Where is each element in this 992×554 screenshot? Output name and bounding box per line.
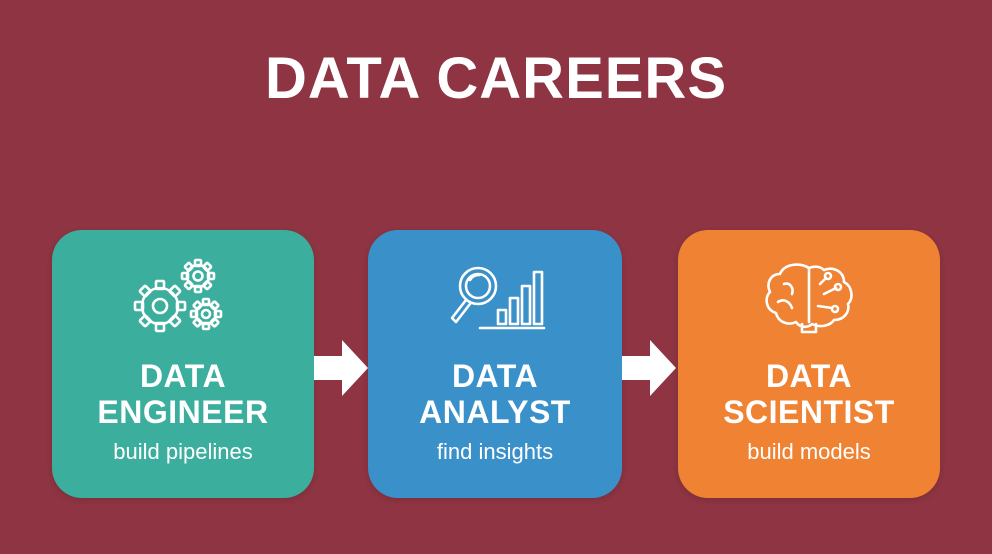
gears-icon — [133, 258, 223, 333]
arrow-right-icon — [314, 340, 368, 396]
card-role-line1: DATA — [765, 358, 853, 394]
card-data-scientist: DATA SCIENTIST build models — [678, 230, 940, 498]
card-data-analyst: DATA ANALYST find insights — [368, 230, 622, 498]
card-role-line2: SCIENTIST — [723, 394, 895, 430]
magnifier-chart-icon — [450, 266, 546, 330]
card-role-line1: DATA — [451, 358, 539, 394]
card-subtitle: build models — [747, 439, 871, 464]
card-subtitle: find insights — [436, 439, 554, 464]
card-role-line2: ANALYST — [419, 394, 571, 430]
page-title: DATA CAREERS — [264, 46, 728, 111]
card-role-line2: ENGINEER — [97, 394, 269, 430]
card-data-engineer: DATA ENGINEER build pipelines — [52, 230, 314, 498]
card-subtitle: build pipelines — [113, 439, 253, 464]
brain-icon — [765, 263, 853, 334]
card-role-line1: DATA — [139, 358, 227, 394]
arrow-right-icon — [622, 340, 676, 396]
